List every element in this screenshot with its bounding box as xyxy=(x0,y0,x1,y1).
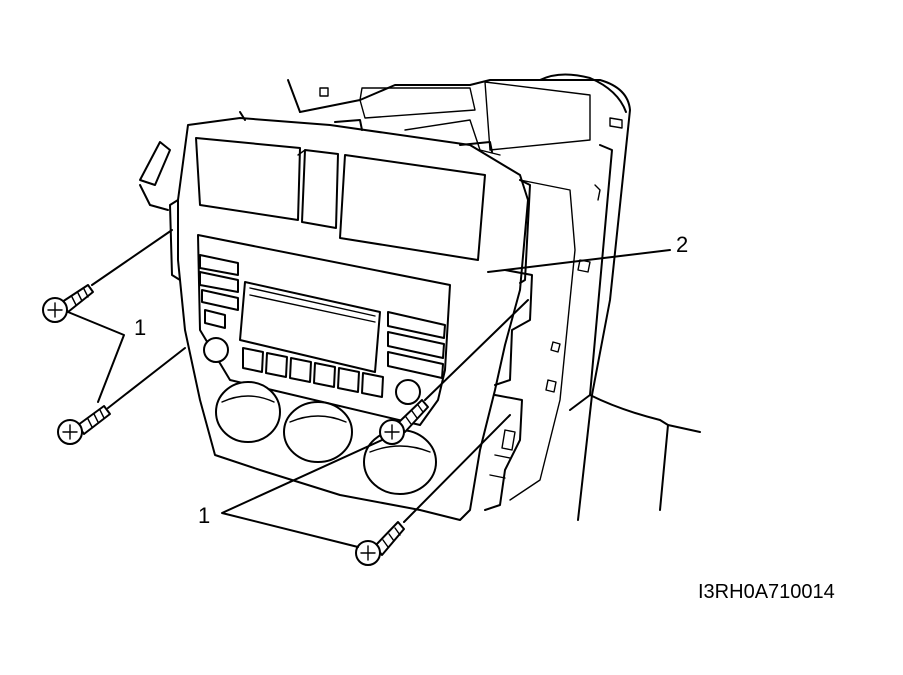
screw-upper-left xyxy=(42,284,94,323)
callout-2: 2 xyxy=(676,232,688,257)
callout-1-left: 1 xyxy=(134,315,146,340)
screw-guide-lines xyxy=(91,229,529,523)
screw-center xyxy=(379,399,429,445)
screw-lower-left xyxy=(57,405,111,445)
dashboard-frame xyxy=(139,73,701,521)
figure-code: I3RH0A710014 xyxy=(698,581,835,603)
callout-1-bottom: 1 xyxy=(198,503,210,528)
screw-bottom xyxy=(355,521,405,566)
control-panel xyxy=(169,111,533,521)
leader-lines xyxy=(67,249,671,548)
